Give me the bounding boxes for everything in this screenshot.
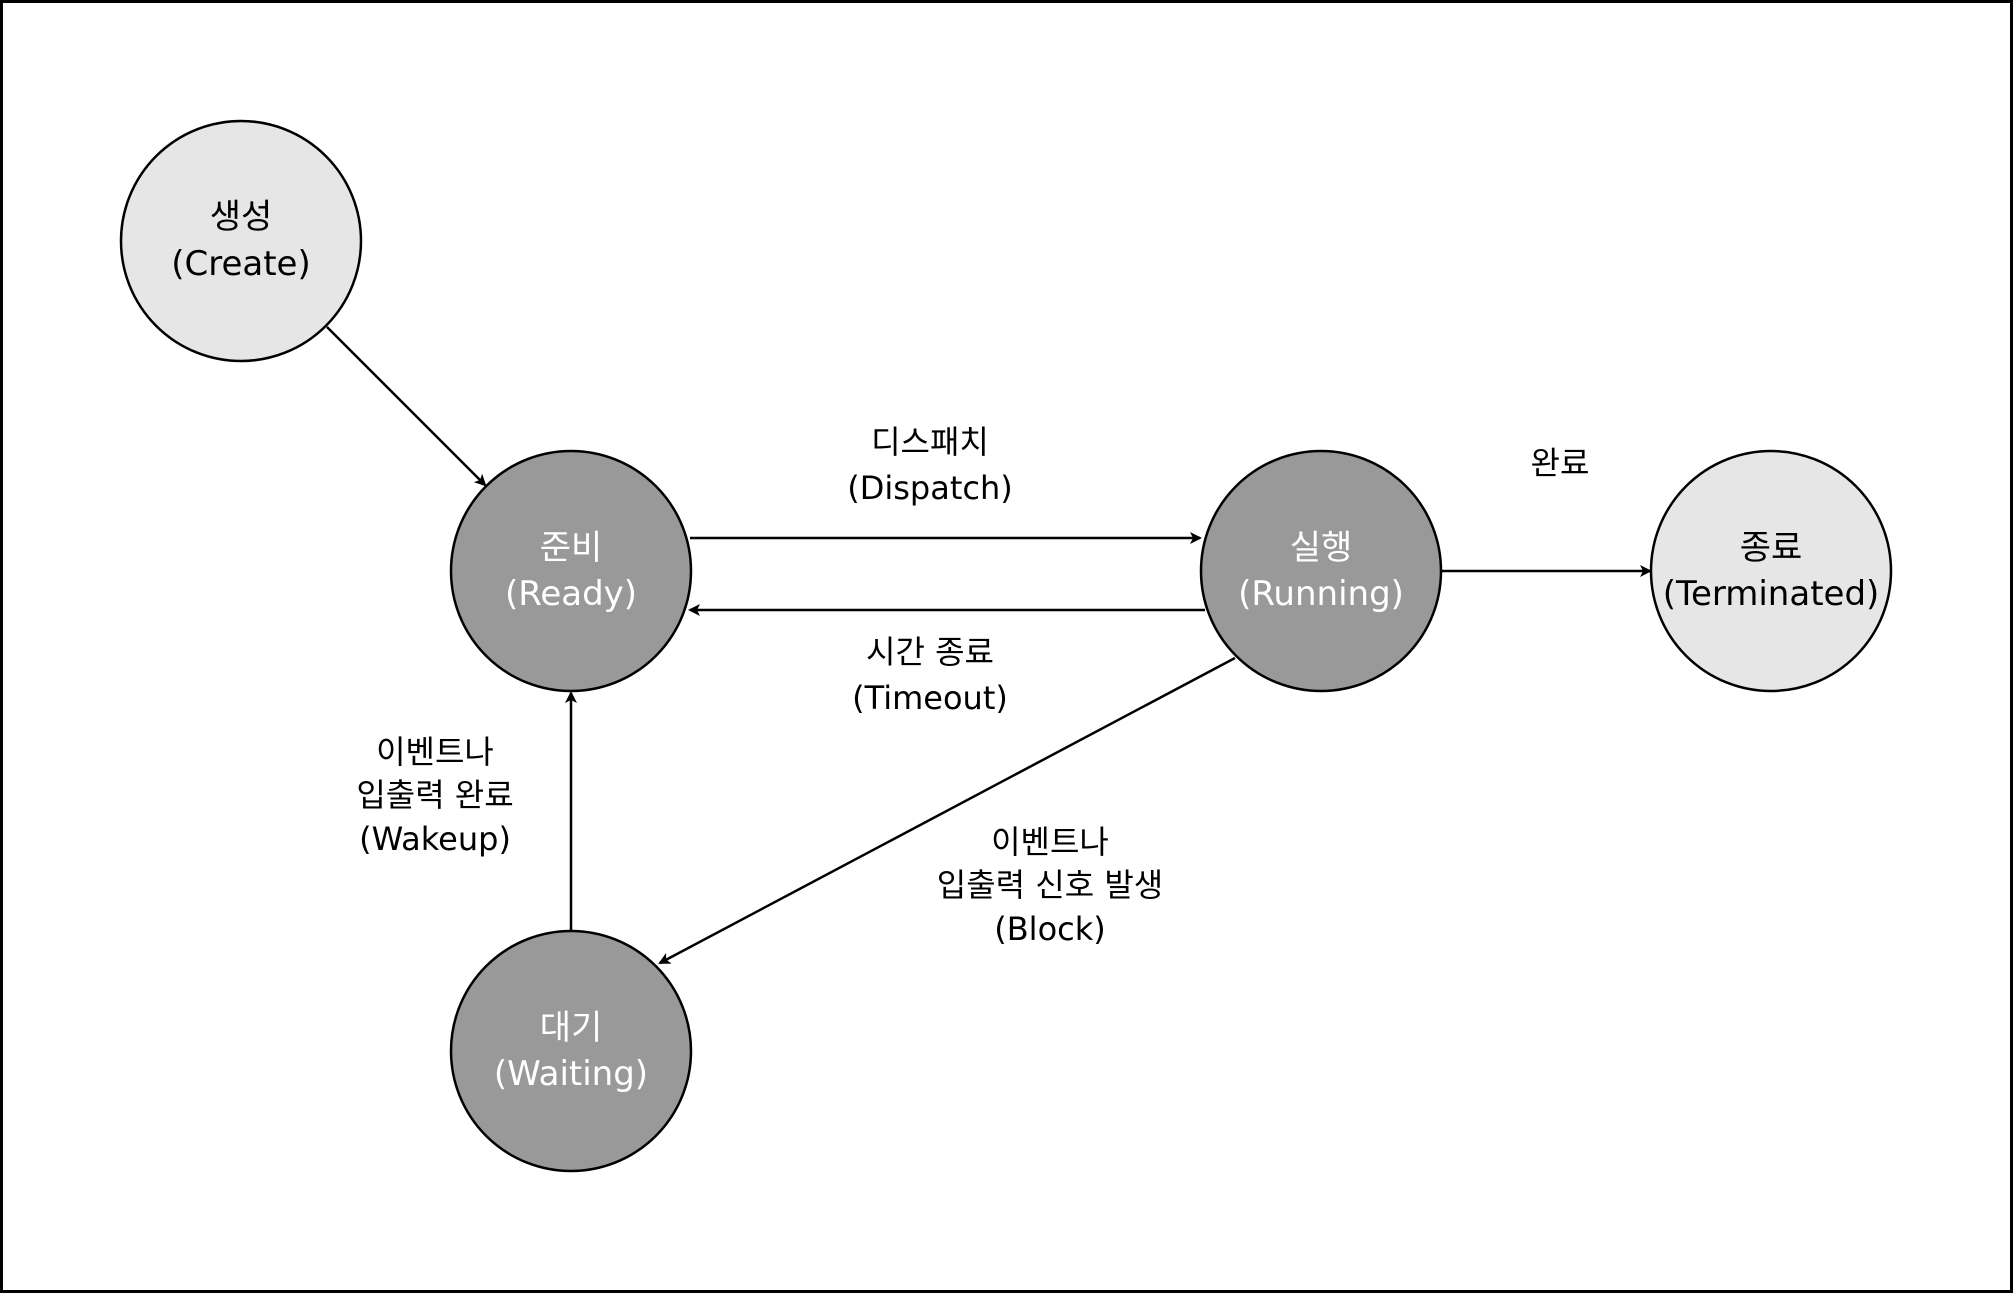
wakeup-label-line1: 이벤트나: [376, 733, 494, 771]
state-ready: 준비 (Ready): [449, 449, 693, 693]
state-terminated-sub: (Terminated): [1663, 574, 1880, 614]
state-running: 실행 (Running): [1199, 449, 1443, 693]
state-create-sub: (Create): [171, 244, 311, 284]
timeout-label-line2: (Timeout): [852, 679, 1008, 717]
wakeup-label-line2: 입출력 완료: [356, 776, 513, 814]
timeout-label: 시간 종료 (Timeout): [852, 633, 1008, 717]
state-waiting: 대기 (Waiting): [449, 929, 693, 1173]
complete-label-line1: 완료: [1531, 444, 1590, 482]
block-arrow: [658, 656, 1236, 965]
dispatch-label: 디스패치 (Dispatch): [847, 423, 1013, 507]
state-ready-name: 준비: [540, 528, 603, 568]
block-label-line2: 입출력 신호 발생: [937, 866, 1163, 904]
dispatch-label-line1: 디스패치: [871, 423, 989, 461]
create-to-ready-arrow: [326, 326, 487, 487]
state-create: 생성 (Create): [119, 119, 363, 363]
complete-label: 완료: [1531, 444, 1590, 482]
wakeup-label-line3: (Wakeup): [359, 820, 511, 858]
state-running-sub: (Running): [1238, 574, 1404, 614]
state-ready-sub: (Ready): [505, 574, 637, 614]
state-waiting-name: 대기: [540, 1008, 603, 1048]
state-waiting-sub: (Waiting): [494, 1054, 648, 1094]
block-label: 이벤트나 입출력 신호 발생 (Block): [937, 823, 1163, 948]
state-terminated: 종료 (Terminated): [1649, 449, 1893, 693]
dispatch-label-line2: (Dispatch): [847, 469, 1013, 507]
state-terminated-name: 종료: [1740, 528, 1803, 568]
timeout-label-line1: 시간 종료: [866, 633, 994, 671]
state-create-name: 생성: [210, 197, 273, 237]
wakeup-label: 이벤트나 입출력 완료 (Wakeup): [356, 733, 513, 858]
block-label-line1: 이벤트나: [991, 823, 1109, 861]
state-running-name: 실행: [1290, 528, 1353, 568]
block-label-line3: (Block): [994, 910, 1106, 948]
